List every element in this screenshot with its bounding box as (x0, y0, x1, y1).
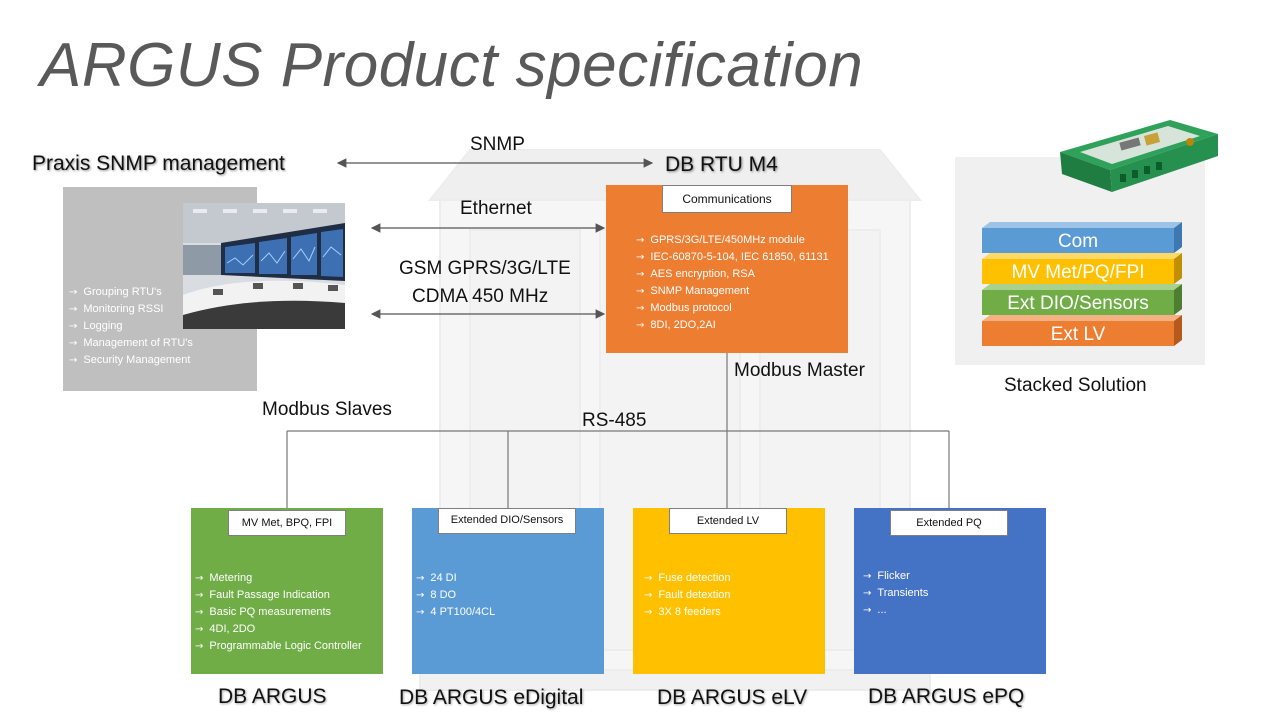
svg-text:Ext DIO/Sensors: Ext DIO/Sensors (1007, 293, 1149, 314)
module-tab-label: Extended DIO/Sensors (438, 508, 576, 534)
list-item: →Metering (195, 572, 253, 584)
list-item: →Transients (863, 587, 929, 599)
arrow-right-icon: → (644, 573, 653, 584)
module-name-edigital: DB ARGUS eDigital (399, 686, 584, 709)
arrow-right-icon: → (636, 235, 645, 246)
arrow-right-icon: → (69, 321, 78, 332)
list-item: →8 DO (416, 589, 457, 601)
list-item: →24 DI (416, 572, 457, 584)
list-item: →Management of RTU's (69, 337, 193, 349)
rs485-label: RS-485 (582, 410, 647, 431)
rtu-heading: DB RTU M4 (665, 153, 778, 176)
arrow-right-icon: → (195, 590, 204, 601)
arrow-right-icon: → (416, 573, 425, 584)
gsm-label-line2: CDMA 450 MHz (412, 286, 549, 307)
arrow-right-icon: → (636, 286, 645, 297)
arrow-right-icon: → (636, 320, 645, 331)
snmp-label: SNMP (470, 134, 525, 155)
modbus-master-label: Modbus Master (734, 360, 865, 381)
arrow-right-icon: → (863, 605, 872, 616)
arrow-right-icon: → (636, 269, 645, 280)
list-item: →8DI, 2DO,2AI (636, 319, 716, 331)
module-tab-label: Extended PQ (890, 510, 1008, 536)
list-item: →4DI, 2DO (195, 623, 256, 635)
rtu-tab-label: Communications (662, 185, 792, 213)
module-panel-epq: Extended PQ →Flicker →Transients →... (854, 508, 1046, 674)
list-item: →Flicker (863, 570, 910, 582)
stack-layer-ext-lv: Ext LV (982, 315, 1182, 346)
module-panel-edigital: Extended DIO/Sensors →24 DI →8 DO →4 PT1… (412, 508, 604, 674)
management-feature-list: →Grouping RTU's →Monitoring RSSI →Loggin… (69, 284, 193, 369)
arrow-right-icon: → (195, 624, 204, 635)
arrow-right-icon: → (69, 287, 78, 298)
arrow-right-icon: → (69, 304, 78, 315)
svg-text:Com: Com (1058, 231, 1098, 252)
stacked-layers: Com MV Met/PQ/FPI Ext DIO/Sensors Ext LV (982, 222, 1182, 346)
list-item: →Fuse detection (644, 572, 731, 584)
arrow-right-icon: → (195, 573, 204, 584)
device-enclosure-illustration (1060, 120, 1218, 192)
module-feature-list: →Metering →Fault Passage Indication →Bas… (195, 570, 362, 655)
list-item: →AES encryption, RSA (636, 268, 755, 280)
arrow-right-icon: → (69, 355, 78, 366)
stacked-solution-caption: Stacked Solution (1004, 375, 1147, 396)
arrow-right-icon: → (69, 338, 78, 349)
list-item: →IEC-60870-5-104, IEC 61850, 61131 (636, 251, 829, 263)
arrow-right-icon: → (636, 303, 645, 314)
module-feature-list: →24 DI →8 DO →4 PT100/4CL (416, 570, 495, 621)
module-panel-elv: Extended LV →Fuse detection →Fault detex… (633, 508, 825, 674)
module-tab-label: MV Met, BPQ, FPI (228, 510, 346, 536)
module-name-epq: DB ARGUS ePQ (868, 685, 1025, 708)
list-item: →Grouping RTU's (69, 286, 162, 298)
module-feature-list: →Fuse detection →Fault detextion →3X 8 f… (644, 570, 731, 621)
module-name-elv: DB ARGUS eLV (657, 686, 808, 709)
svg-text:Ext LV: Ext LV (1051, 324, 1106, 345)
ethernet-label: Ethernet (460, 198, 532, 219)
module-feature-list: →Flicker →Transients →... (863, 568, 928, 619)
list-item: →Fault Passage Indication (195, 589, 330, 601)
arrow-right-icon: → (644, 607, 653, 618)
arrow-right-icon: → (195, 607, 204, 618)
list-item: →Programmable Logic Controller (195, 640, 362, 652)
rtu-feature-list: →GPRS/3G/LTE/450MHz module →IEC-60870-5-… (636, 232, 829, 334)
modbus-slaves-label: Modbus Slaves (262, 399, 392, 420)
page-title: ARGUS Product specification (40, 31, 864, 100)
stack-layer-ext-dio: Ext DIO/Sensors (982, 284, 1182, 315)
list-item: →Logging (69, 320, 123, 332)
list-item: →3X 8 feeders (644, 606, 721, 618)
list-item: →Fault detextion (644, 589, 731, 601)
management-heading: Praxis SNMP management (32, 152, 285, 175)
list-item: →Modbus protocol (636, 302, 732, 314)
list-item: →4 PT100/4CL (416, 606, 496, 618)
arrow-right-icon: → (863, 571, 872, 582)
svg-text:MV Met/PQ/FPI: MV Met/PQ/FPI (1011, 262, 1144, 283)
module-tab-label: Extended LV (669, 508, 787, 534)
stack-layer-mv-met: MV Met/PQ/FPI (982, 253, 1182, 284)
arrow-right-icon: → (416, 607, 425, 618)
arrow-right-icon: → (195, 641, 204, 652)
stack-layer-com: Com (982, 222, 1182, 253)
arrow-right-icon: → (416, 590, 425, 601)
arrow-right-icon: → (644, 590, 653, 601)
control-room-photo (183, 203, 345, 329)
list-item: →Security Management (69, 354, 191, 366)
module-panel-argus: MV Met, BPQ, FPI →Metering →Fault Passag… (191, 508, 383, 674)
list-item: →SNMP Management (636, 285, 750, 297)
arrow-right-icon: → (636, 252, 645, 263)
list-item: →Basic PQ measurements (195, 606, 332, 618)
list-item: →GPRS/3G/LTE/450MHz module (636, 234, 805, 246)
list-item: →... (863, 604, 887, 616)
module-name-argus: DB ARGUS (218, 685, 327, 708)
arrow-right-icon: → (863, 588, 872, 599)
rtu-panel: Communications →GPRS/3G/LTE/450MHz modul… (606, 185, 848, 353)
list-item: →Monitoring RSSI (69, 303, 164, 315)
gsm-label-line1: GSM GPRS/3G/LTE (399, 258, 571, 279)
